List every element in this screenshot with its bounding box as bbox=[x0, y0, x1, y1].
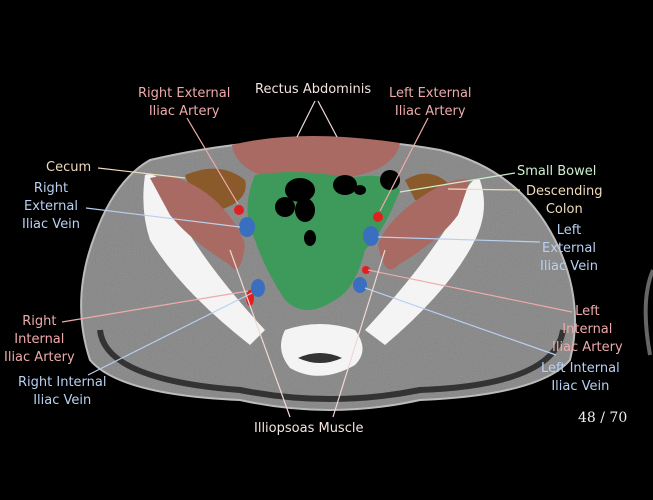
label-line: Iliac Artery bbox=[394, 104, 466, 119]
label-line: Iliac Vein bbox=[33, 393, 92, 408]
label-cecum: Cecum bbox=[46, 160, 92, 175]
label-line: Right bbox=[22, 314, 57, 329]
left-iliac-bone bbox=[365, 179, 484, 345]
rectus-abdominis-region bbox=[232, 135, 400, 178]
right-external-iliac-artery-marker bbox=[234, 205, 244, 215]
right-internal-iliac-artery-marker bbox=[246, 290, 254, 306]
label-line: Iliac Vein bbox=[540, 259, 599, 274]
label-line: Left bbox=[575, 304, 600, 319]
label-line: External bbox=[542, 241, 596, 256]
label-line: External bbox=[24, 199, 78, 214]
label-line: Left Internal bbox=[541, 361, 620, 376]
label-line: Iliac Vein bbox=[551, 379, 610, 394]
label-line: Left External bbox=[389, 86, 472, 101]
label-illiopsoas-muscle: Illiopsoas Muscle bbox=[254, 421, 364, 436]
right-external-iliac-vein-marker bbox=[239, 217, 255, 237]
sacrum bbox=[281, 324, 363, 376]
label-line: Internal bbox=[562, 322, 613, 337]
label-line: Iliac Vein bbox=[22, 217, 81, 232]
label-line: Iliac Artery bbox=[552, 340, 623, 355]
label-line: Descending bbox=[526, 184, 603, 199]
label-rectus-abdominis: Rectus Abdominis bbox=[255, 82, 372, 97]
label-line: Iliac Artery bbox=[4, 350, 75, 365]
slice-indicator: 48 / 70 bbox=[578, 410, 628, 426]
label-small-bowel: Small Bowel bbox=[517, 164, 597, 179]
label-line: Internal bbox=[14, 332, 65, 347]
right-iliopsoas-region bbox=[150, 176, 245, 270]
label-line: Colon bbox=[545, 202, 583, 217]
left-external-iliac-vein-marker bbox=[363, 226, 379, 246]
right-internal-iliac-vein-marker bbox=[251, 279, 265, 297]
label-line: Right External bbox=[138, 86, 231, 101]
label-line: Right bbox=[33, 181, 69, 196]
left-internal-iliac-vein-marker bbox=[353, 277, 367, 293]
label-line: Iliac Artery bbox=[148, 104, 220, 119]
label-line: Left bbox=[556, 223, 582, 238]
label-line: Right Internal bbox=[18, 375, 107, 390]
left-external-iliac-artery-marker bbox=[373, 212, 383, 222]
left-internal-iliac-artery-marker bbox=[362, 266, 370, 274]
left-iliopsoas-region bbox=[378, 179, 470, 270]
